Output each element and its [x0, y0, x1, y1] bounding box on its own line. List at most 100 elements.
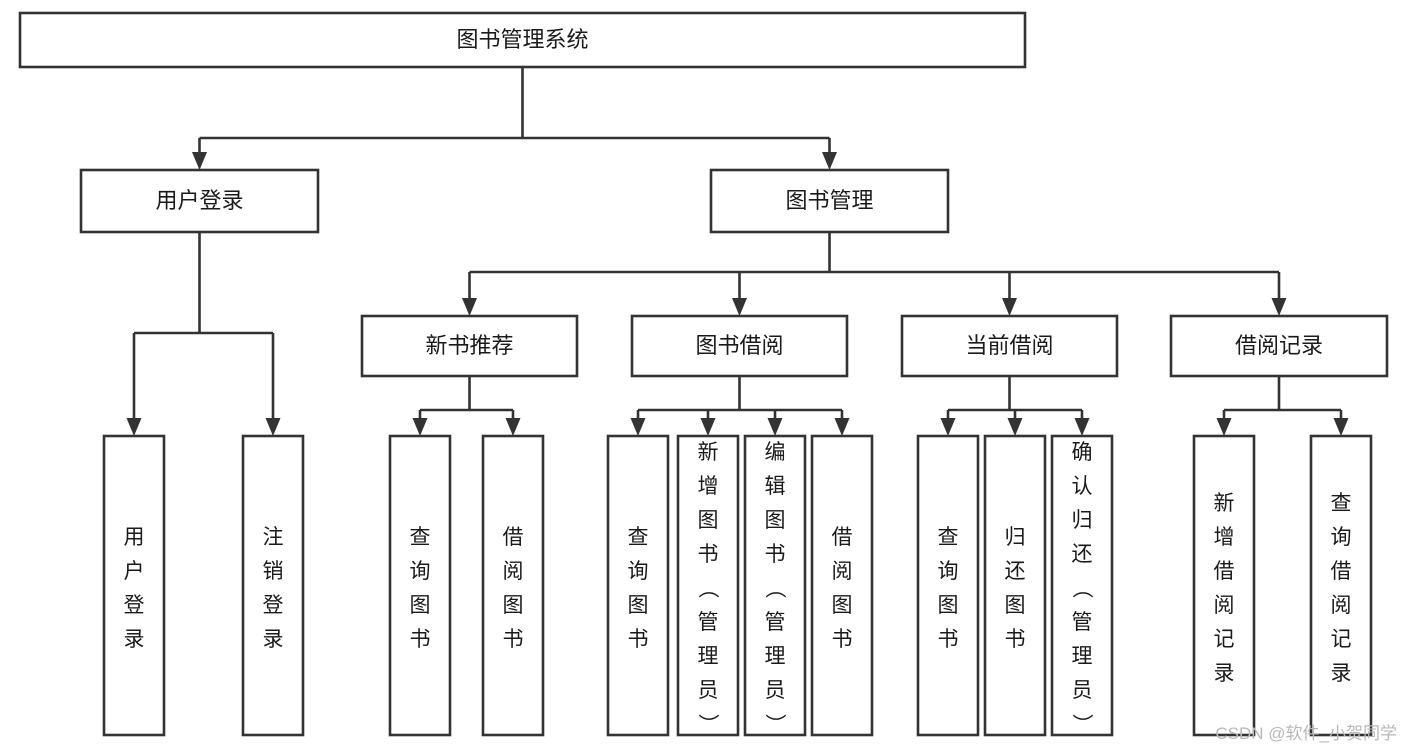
node-box	[360, 314, 579, 378]
arrow-head-icon	[462, 298, 477, 316]
node-label-char: 增	[698, 475, 719, 498]
node-label-char: 销	[263, 560, 284, 583]
node-user-login[interactable]: 用户登录	[79, 168, 320, 234]
node-label-char: 图	[410, 594, 431, 617]
node-label: 新书推荐	[425, 333, 513, 358]
node-label-char: （	[1070, 578, 1093, 599]
node-label-char: 图	[1005, 594, 1026, 617]
node-borrow-record[interactable]: 借阅记录	[1169, 314, 1389, 378]
node-label-char: 录	[1331, 662, 1352, 685]
node-label-char: 确	[1072, 441, 1093, 464]
node-label-char: 还	[1072, 543, 1093, 566]
node-leaf-user-login[interactable]: 用户登录	[102, 434, 166, 737]
node-label-char: 图	[832, 594, 853, 617]
arrow-head-icon	[1007, 418, 1023, 436]
node-label-char: 员	[1072, 679, 1093, 702]
watermark-text: CSDN @软件_小贺同学	[1215, 724, 1397, 743]
node-current-borrow[interactable]: 当前借阅	[900, 314, 1119, 378]
node-label-char: 查	[938, 526, 959, 549]
node-label-char: 阅	[1214, 594, 1235, 617]
node-label-char: 借	[1331, 560, 1352, 583]
node-box	[18, 11, 1027, 69]
node-box	[743, 434, 807, 737]
node-label-char: 用	[124, 526, 145, 549]
node-box	[241, 434, 305, 737]
node-label-char: （	[696, 578, 719, 599]
arrow-head-icon	[940, 418, 956, 436]
node-box	[79, 168, 320, 234]
node-label-char: 新	[698, 441, 719, 464]
node-label-char: 询	[628, 560, 649, 583]
arrow-head-icon	[732, 298, 747, 316]
node-label-char: 注	[263, 526, 284, 549]
node-new-book-rec[interactable]: 新书推荐	[360, 314, 579, 378]
node-label-char: 记	[1331, 628, 1352, 651]
arrow-head-icon	[1002, 298, 1017, 316]
node-layer: 图书管理系统用户登录图书管理新书推荐图书借阅当前借阅借阅记录用户登录注销登录查询…	[18, 11, 1389, 737]
arrow-head-icon	[822, 152, 837, 170]
node-book-manage[interactable]: 图书管理	[709, 168, 950, 234]
node-label-char: 图	[765, 509, 786, 532]
node-book-borrow[interactable]: 图书借阅	[630, 314, 849, 378]
node-label-char: 记	[1214, 628, 1235, 651]
node-label-char: 书	[698, 543, 719, 566]
node-box	[606, 434, 670, 737]
node-label-char: 归	[1072, 509, 1093, 532]
arrow-head-icon	[412, 418, 428, 436]
node-label: 图书管理	[785, 188, 873, 213]
node-label-char: 户	[124, 560, 145, 583]
node-label-char: 图	[628, 594, 649, 617]
node-label-char: 增	[1214, 526, 1235, 549]
arrow-head-icon	[265, 418, 281, 436]
node-label-char: 认	[1072, 475, 1093, 498]
node-box	[630, 314, 849, 378]
node-label-char: 书	[832, 628, 853, 651]
node-label-char: 询	[1331, 526, 1352, 549]
node-label-char: 图	[503, 594, 524, 617]
node-label-char: 借	[832, 526, 853, 549]
node-label-char: ）	[696, 714, 719, 735]
node-box	[916, 434, 980, 737]
node-label-char: （	[763, 578, 786, 599]
node-label-char: 归	[1005, 526, 1026, 549]
node-label-char: 登	[263, 594, 284, 617]
node-label-char: 图	[938, 594, 959, 617]
arrow-head-icon	[767, 418, 783, 436]
node-box	[102, 434, 166, 737]
node-label-char: 新	[1214, 492, 1235, 515]
node-box	[388, 434, 452, 737]
node-label-char: 管	[1072, 611, 1093, 634]
node-label-char: 借	[503, 526, 524, 549]
node-box	[810, 434, 874, 737]
arrow-head-icon	[1333, 418, 1349, 436]
node-label-char: 查	[628, 526, 649, 549]
node-label-char: ）	[763, 714, 786, 735]
node-label-char: 理	[698, 645, 719, 668]
arrow-head-icon	[1271, 298, 1287, 316]
node-label-char: 录	[124, 628, 145, 651]
node-label: 当前借阅	[965, 333, 1053, 358]
node-label-char: 辑	[765, 475, 786, 498]
node-label-char: 借	[1214, 560, 1235, 583]
node-label-char: 阅	[503, 560, 524, 583]
node-label-char: 书	[628, 628, 649, 651]
node-root[interactable]: 图书管理系统	[18, 11, 1027, 69]
arrow-head-icon	[505, 418, 521, 436]
node-label-char: 书	[1005, 628, 1026, 651]
node-label-char: 书	[938, 628, 959, 651]
node-box	[481, 434, 545, 737]
